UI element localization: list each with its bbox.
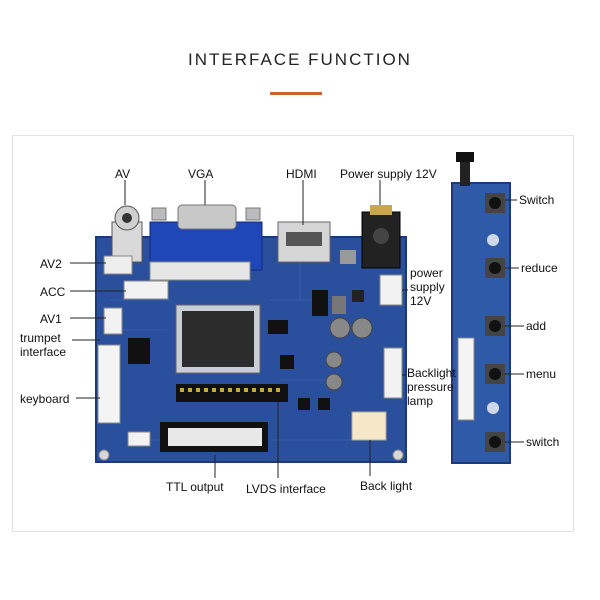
label-menu: menu [526,367,556,381]
label-backlight-line3: lamp [407,394,433,408]
label-keyboard: keyboard [20,392,69,406]
label-reduce: reduce [521,261,558,275]
page-title: INTERFACE FUNCTION [188,50,412,69]
button-switch-top [485,193,505,213]
button-menu [485,364,505,384]
label-back-light: Back light [360,479,413,493]
label-power-side-line3: 12V [410,294,431,308]
hdmi-connector [277,221,331,263]
av-jack [111,205,143,263]
label-av1: AV1 [40,312,62,326]
power-jack [361,205,401,269]
components [268,250,373,410]
label-trumpet-line2: interface [20,345,66,359]
label-switch-bottom: switch [526,435,559,449]
left-connectors [97,255,169,447]
label-av: AV [115,167,130,181]
label-backlight-line1: Backlight [407,366,456,380]
label-vga: VGA [188,167,213,181]
label-switch-top: Switch [519,193,554,207]
label-lvds-interface: LVDS interface [246,482,326,496]
button-add [485,316,505,336]
label-acc: ACC [40,285,66,299]
label-av2: AV2 [40,257,62,271]
label-ttl-output: TTL output [166,480,224,494]
label-power-supply-top: Power supply 12V [340,167,437,181]
key-board [451,152,511,464]
leader-lines [70,180,524,478]
main-chip [175,304,261,374]
button-reduce [485,258,505,278]
label-backlight-line2: pressure [407,380,454,394]
board-right-connectors [351,274,403,441]
lvds-header [176,384,288,402]
vga-connector [149,204,263,281]
button-switch-bottom [485,432,505,452]
label-add: add [526,319,546,333]
ttl-connector [160,422,268,452]
label-hdmi: HDMI [286,167,317,181]
label-power-side-line1: power [410,266,443,280]
label-trumpet-line1: trumpet [20,331,61,345]
title-underline [270,92,322,95]
label-power-side-line2: supply [410,280,445,294]
